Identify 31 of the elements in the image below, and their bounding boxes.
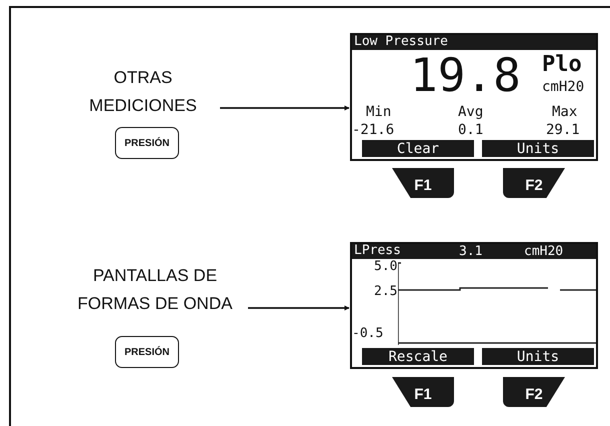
lcd-screen (350, 33, 598, 161)
reading-value: 3.1 (459, 245, 482, 258)
stat-value: 29.1 (546, 123, 580, 137)
parameter-name: Plo (542, 54, 582, 76)
function-key: F1 (392, 377, 454, 407)
screen-title: Low Pressure (352, 35, 596, 50)
softkey-label: Units (482, 348, 594, 365)
function-key: F2 (503, 377, 565, 407)
reading-value: 19.8 (410, 52, 521, 98)
arrow (220, 106, 350, 110)
axis-tick-label: 2.5 (374, 285, 398, 298)
function-key: F2 (503, 168, 565, 198)
key-button: PRESIÓN (115, 127, 179, 159)
key-button: PRESIÓN (115, 336, 179, 368)
stat-value: -21.6 (352, 123, 394, 137)
lcd-screen (350, 242, 598, 369)
stat-value: 0.1 (458, 123, 484, 137)
softkey-label: Units (482, 140, 594, 157)
axis-tick-label: 5.0 (374, 260, 398, 273)
unit-label: cmH20 (524, 245, 564, 258)
softkey-label: Rescale (362, 348, 474, 365)
stat-label: Avg (458, 105, 484, 119)
mode-caption: PANTALLAS DE FORMAS DE ONDA (62, 262, 248, 318)
stat-label: Min (366, 105, 392, 119)
mode-caption: OTRAS MEDICIONES (66, 64, 220, 120)
function-key: F1 (392, 168, 454, 198)
axis-tick-label: -0.5 (352, 327, 384, 340)
arrow (248, 306, 350, 310)
unit-label: cmH20 (542, 80, 584, 94)
stat-label: Max (552, 105, 578, 119)
softkey-label: Clear (362, 140, 474, 157)
